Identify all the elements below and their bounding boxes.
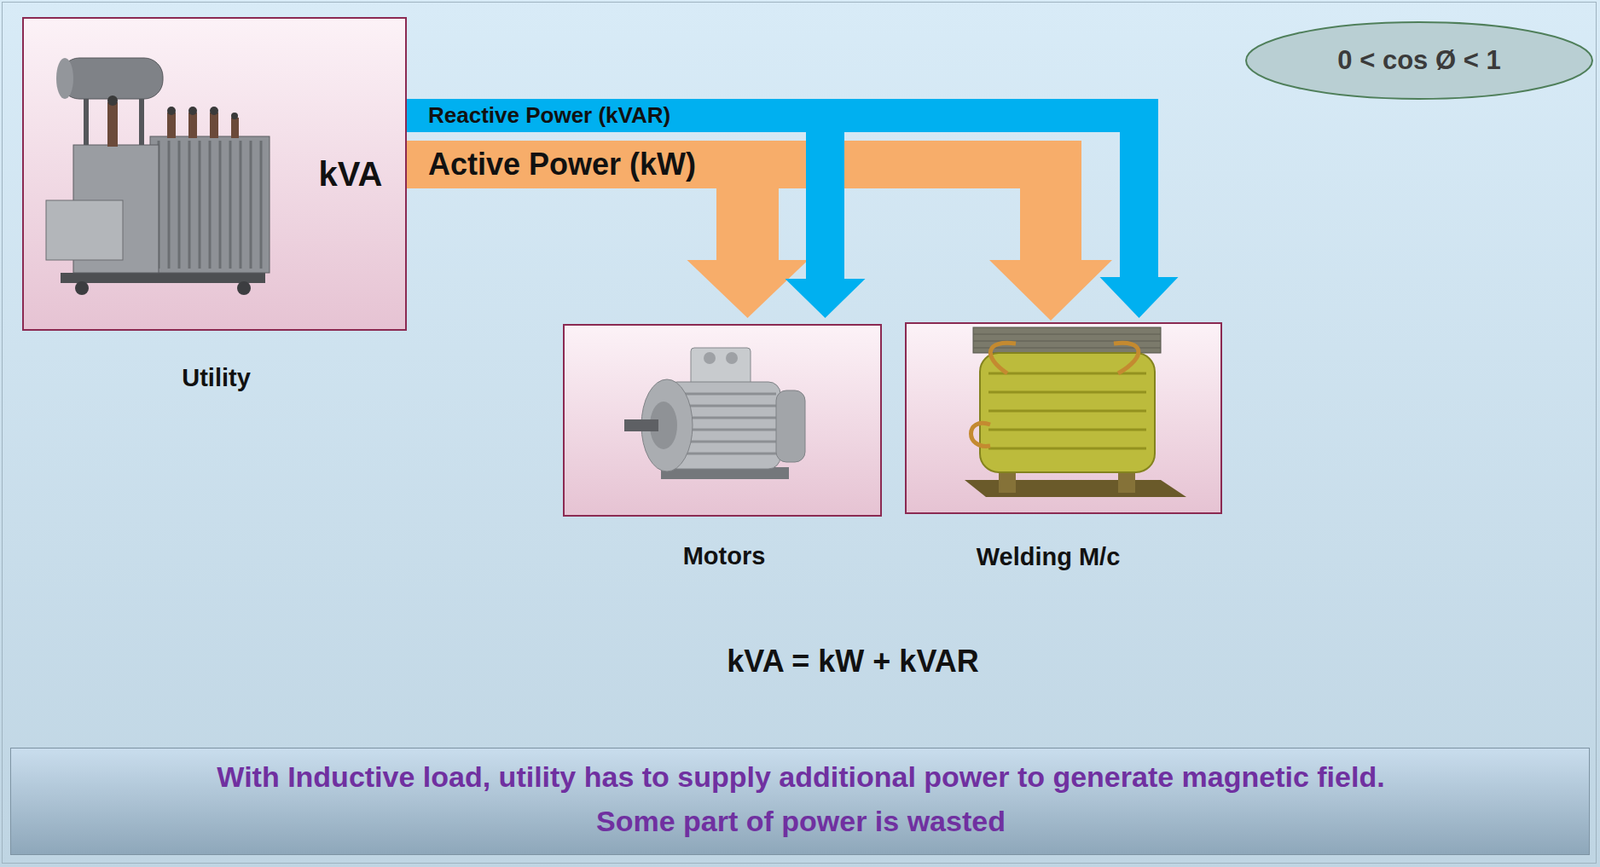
note-text: With Inductive load, utility has to supp… (11, 760, 1591, 795)
power-flow-arrow (406, 98, 1179, 319)
motor-picture (562, 324, 882, 517)
power-label: kVA (286, 155, 415, 194)
box-caption: Welding M/c (889, 543, 1207, 572)
ellipse-text: 0 < cos Ø < 1 (1243, 45, 1595, 76)
edge-label: Active Power (kW) (428, 140, 787, 189)
power-flow-arrow (406, 140, 1113, 321)
welding-box: Welding M/c (904, 322, 1223, 515)
edge-label: Reactive Power (kVAR) (428, 98, 787, 133)
note-text: Some part of power is wasted (11, 805, 1591, 839)
power-factor-ellipse: 0 < cos Ø < 1 (1243, 19, 1595, 102)
motors-box: Motors (562, 324, 882, 517)
welding-machine-picture (904, 322, 1223, 515)
note-band: With Inductive load, utility has to supp… (10, 747, 1590, 856)
formula-text: kVA = kW + kVAR (597, 643, 1109, 680)
utility-box: kVAUtility (22, 17, 407, 331)
box-caption: Utility (23, 364, 409, 393)
box-caption: Motors (564, 542, 884, 571)
